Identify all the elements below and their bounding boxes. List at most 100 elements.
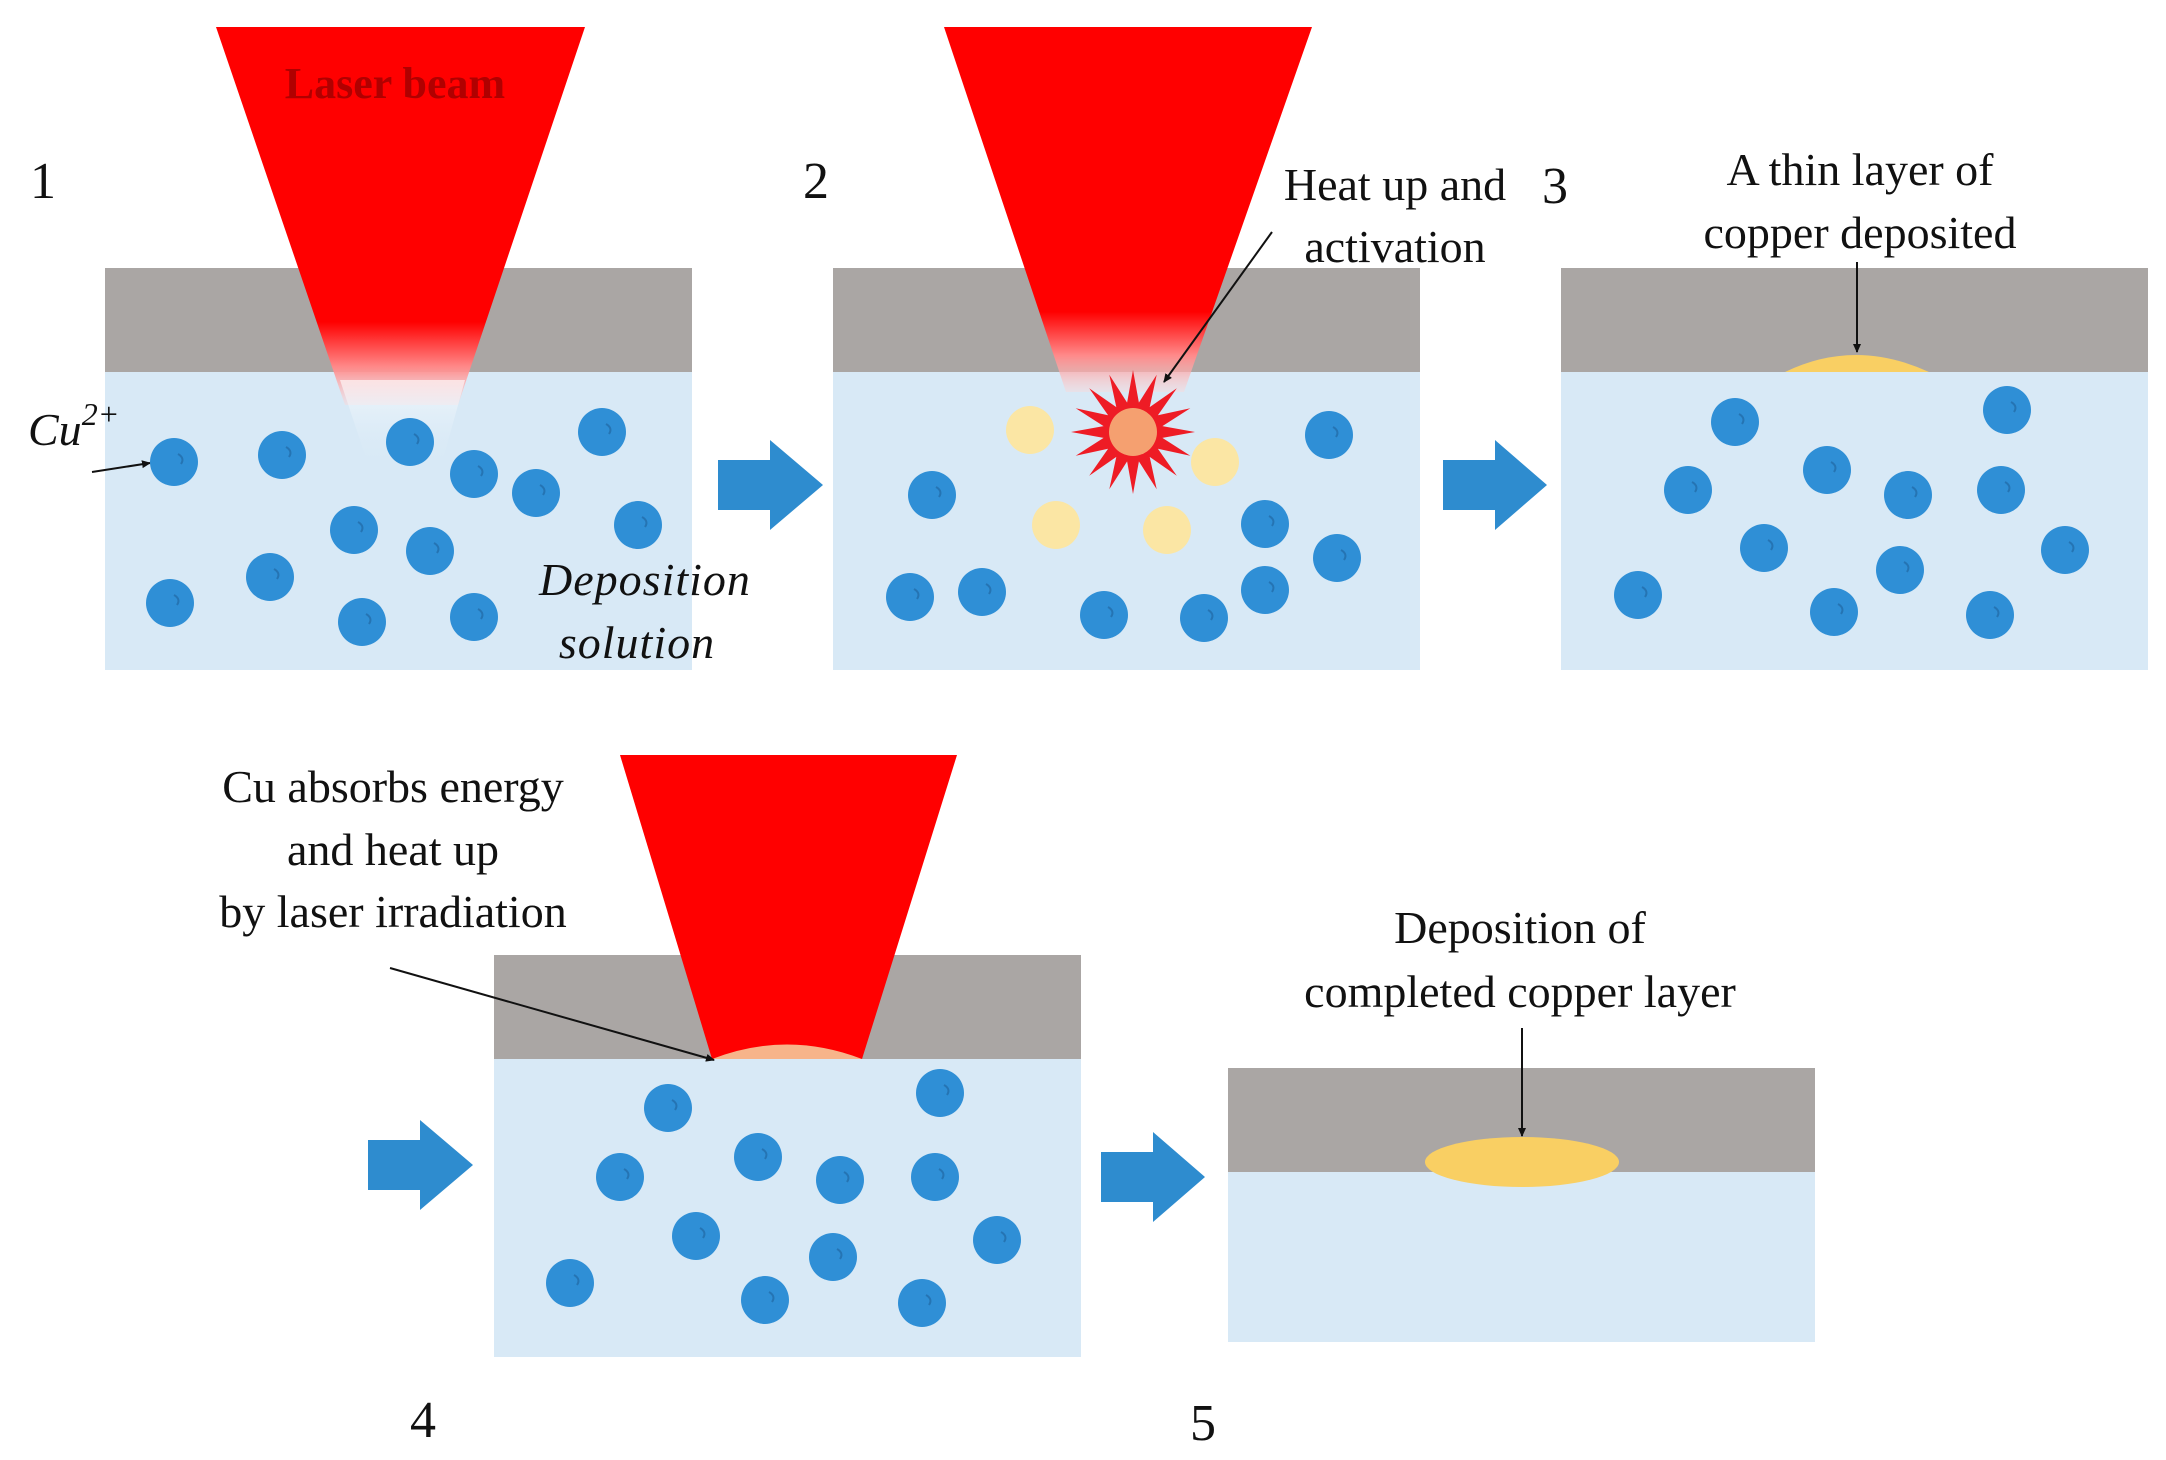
- heated-copper-layer: [712, 1044, 862, 1059]
- annotation: Heat up and: [1284, 159, 1506, 210]
- completed-copper-layer: [1425, 1137, 1619, 1187]
- cu-ion: [898, 1279, 946, 1327]
- process-arrow-icon: [1101, 1132, 1205, 1222]
- ion-mark: [1911, 486, 1918, 498]
- ion-mark: [768, 1291, 775, 1303]
- ion-mark: [365, 613, 372, 625]
- cu-ion: [1080, 591, 1128, 639]
- cu-ion: [1740, 524, 1788, 572]
- ion-mark: [477, 465, 484, 477]
- cu-ion: [450, 450, 498, 498]
- cu-ion: [614, 501, 662, 549]
- substrate: [1561, 268, 2148, 372]
- deposition-solution: [494, 1059, 1081, 1357]
- cu-ion: [1313, 534, 1361, 582]
- ion-mark: [1268, 515, 1275, 527]
- ion-mark: [985, 583, 992, 595]
- annotation-pointer: [389, 967, 715, 1062]
- cu-ion: [450, 593, 498, 641]
- ion-group: [546, 1069, 1021, 1327]
- annotation: by laser irradiation: [219, 886, 566, 937]
- ion-mark: [539, 484, 546, 496]
- cu-ion: [734, 1133, 782, 1181]
- cu-ion-label: Cu2+: [28, 396, 119, 455]
- cu-ion: [150, 438, 198, 486]
- panel-5: 5 Deposition of completed copper layer: [1190, 902, 1815, 1452]
- cu-ion: [1006, 406, 1054, 454]
- cu-ion: [596, 1153, 644, 1201]
- ion-mark: [623, 1168, 630, 1180]
- panel-1: Laser beam 1 Cu2+ Deposition solution: [28, 27, 751, 670]
- cu-ion: [1241, 566, 1289, 614]
- panel-3: 3 A thin layer of copper deposited: [1542, 144, 2148, 670]
- laser-beam-label: Laser beam: [285, 59, 505, 108]
- ion-mark: [1107, 606, 1114, 618]
- ion-mark: [836, 1248, 843, 1260]
- ion-mark: [1641, 586, 1648, 598]
- thin-copper-layer: [1785, 355, 1929, 372]
- ion-mark: [671, 1099, 678, 1111]
- deposition-solution: [1561, 372, 2148, 670]
- cu-ion: [246, 553, 294, 601]
- step-number: 2: [803, 153, 829, 210]
- cu-ion: [958, 568, 1006, 616]
- cu-ion: [146, 579, 194, 627]
- ion-mark: [2068, 541, 2075, 553]
- ion-group: [1614, 386, 2089, 639]
- cu-ion: [816, 1156, 864, 1204]
- ion-mark: [1738, 413, 1745, 425]
- step-number: 4: [410, 1392, 436, 1449]
- cu-ion: [1876, 546, 1924, 594]
- step-number: 1: [30, 153, 56, 210]
- cu-ion: [886, 573, 934, 621]
- cu-ion: [1983, 386, 2031, 434]
- ion-mark: [938, 1168, 945, 1180]
- ion-mark: [1000, 1231, 1007, 1243]
- cu-ion: [1810, 588, 1858, 636]
- ion-group: [886, 411, 1361, 642]
- laser-beam: [944, 27, 1312, 392]
- cu-ion: [1803, 446, 1851, 494]
- cu-ion: [644, 1084, 692, 1132]
- ion-group: [146, 408, 662, 646]
- process-arrow-icon: [368, 1120, 473, 1210]
- ion-mark: [913, 588, 920, 600]
- annotation: activation: [1304, 221, 1485, 272]
- ion-mark: [761, 1148, 768, 1160]
- cu-ion-pointer: [91, 460, 151, 473]
- laser-beam: [620, 755, 957, 1059]
- cu-ion: [1711, 398, 1759, 446]
- cu-ion: [1143, 506, 1191, 554]
- process-arrow-icon: [718, 440, 823, 530]
- cu-ion: [330, 506, 378, 554]
- step-number: 5: [1190, 1395, 1216, 1452]
- heated-ion-group: [1006, 406, 1239, 554]
- cu-ion: [1305, 411, 1353, 459]
- cu-ion: [1191, 438, 1239, 486]
- cu-ion: [1241, 500, 1289, 548]
- annotation: and heat up: [287, 824, 499, 875]
- panel-2: 2 Heat up and activation: [803, 27, 1506, 670]
- cu-ion: [1966, 591, 2014, 639]
- cu-ion: [1180, 594, 1228, 642]
- ion-mark: [1207, 609, 1214, 621]
- solution-label: solution: [559, 617, 715, 668]
- cu-ion: [1614, 571, 1662, 619]
- ion-mark: [2010, 401, 2017, 413]
- cu-ion: [911, 1153, 959, 1201]
- ion-mark: [1837, 603, 1844, 615]
- ion-mark: [699, 1227, 706, 1239]
- ion-mark: [605, 423, 612, 435]
- ion-mark: [1903, 561, 1910, 573]
- annotation: Deposition of: [1394, 902, 1646, 953]
- ion-mark: [413, 433, 420, 445]
- ion-mark: [935, 486, 942, 498]
- activated-ion: [1109, 408, 1157, 456]
- cu-ion: [578, 408, 626, 456]
- cu-ion: [386, 418, 434, 466]
- ion-mark: [273, 568, 280, 580]
- solution-label: Deposition: [538, 554, 751, 605]
- annotation: completed copper layer: [1304, 966, 1736, 1017]
- deposition-solution: [1228, 1172, 1815, 1342]
